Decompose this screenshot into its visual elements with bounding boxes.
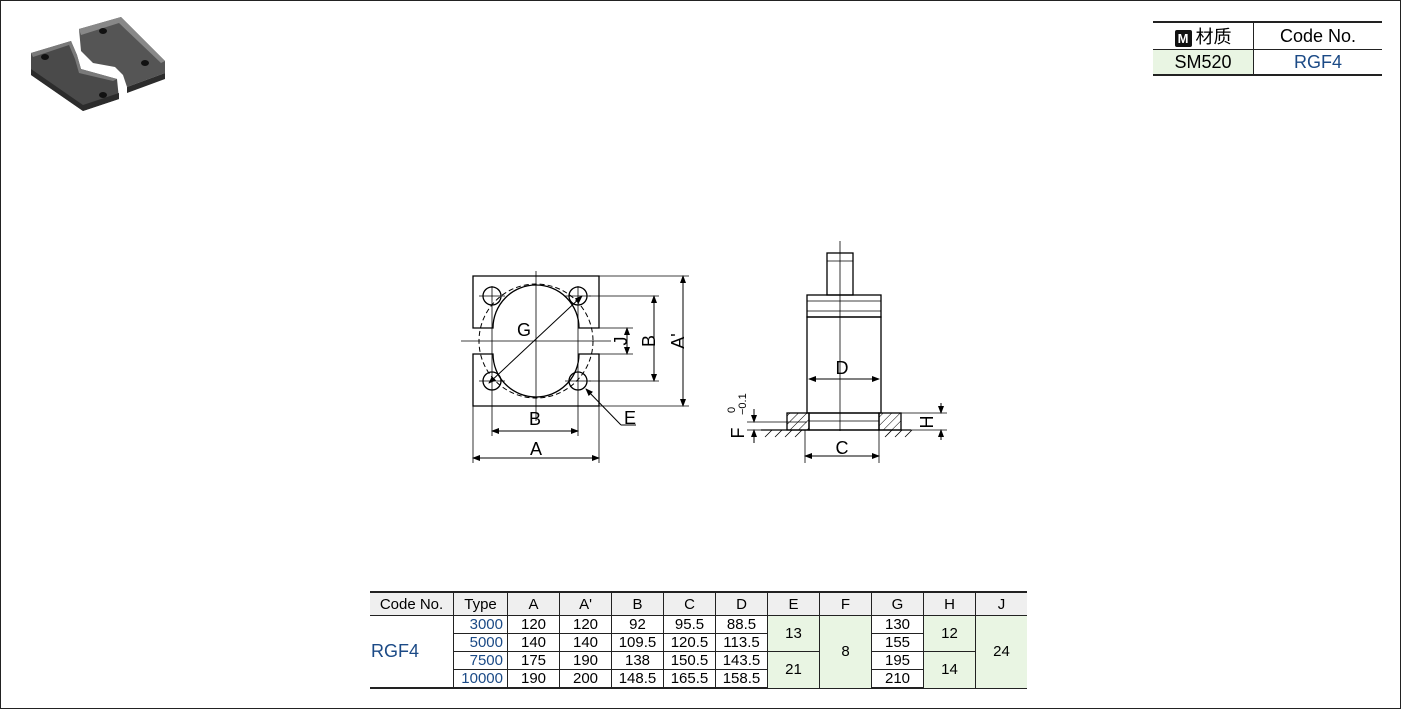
- header-code-no: Code No.: [370, 591, 454, 616]
- technical-drawing: G B A E J B A': [461, 241, 947, 463]
- header-f: F: [819, 591, 872, 616]
- cell-a-prime: 190: [559, 651, 612, 670]
- label-g: G: [517, 320, 531, 340]
- label-a-bottom: A: [530, 439, 542, 459]
- cell-j: 24: [975, 615, 1027, 689]
- cell-type: 3000: [453, 615, 508, 634]
- cell-a: 190: [507, 669, 560, 689]
- label-f: F: [728, 428, 748, 439]
- product-photo: [31, 17, 165, 111]
- cell-h: 12: [923, 615, 976, 652]
- top-view: [461, 271, 689, 463]
- label-a-prime: A': [668, 333, 688, 348]
- material-value: SM520: [1153, 49, 1254, 76]
- material-badge: M: [1174, 29, 1192, 47]
- table-row: 5000 140 140 109.5 120.5 113.5 155: [370, 633, 1027, 652]
- header-g: G: [871, 591, 924, 616]
- cell-b: 138: [611, 651, 664, 670]
- side-view: [747, 241, 947, 463]
- cell-b: 109.5: [611, 633, 664, 652]
- table-row: 7500 175 190 138 150.5 143.5 21 195 14: [370, 651, 1027, 689]
- cell-type: 5000: [453, 633, 508, 652]
- label-f-tol-lower: −0.1: [737, 393, 749, 415]
- cell-d: 158.5: [715, 669, 768, 689]
- cell-d: 88.5: [715, 615, 768, 634]
- header-e: E: [767, 591, 820, 616]
- header-c: C: [663, 591, 716, 616]
- cell-a-prime: 120: [559, 615, 612, 634]
- cell-g: 195: [871, 651, 924, 670]
- code-value: RGF4: [1253, 49, 1382, 76]
- cell-c: 120.5: [663, 633, 716, 652]
- cell-a: 175: [507, 651, 560, 670]
- cell-g: 130: [871, 615, 924, 634]
- label-b-side: B: [639, 335, 659, 347]
- cell-a: 120: [507, 615, 560, 634]
- material-header: 材质: [1195, 27, 1232, 47]
- header-a-prime: A': [559, 591, 612, 616]
- header-h: H: [923, 591, 976, 616]
- cell-e: 13: [767, 615, 820, 652]
- label-e: E: [624, 408, 636, 428]
- cell-g: 210: [871, 669, 924, 689]
- cell-c: 95.5: [663, 615, 716, 634]
- cell-b: 148.5: [611, 669, 664, 689]
- cell-c: 165.5: [663, 669, 716, 689]
- cell-d: 143.5: [715, 651, 768, 670]
- header-b: B: [611, 591, 664, 616]
- header-j: J: [975, 591, 1027, 616]
- label-f-tol-upper: 0: [726, 407, 738, 413]
- cell-code: RGF4: [370, 615, 454, 689]
- spec-table: Code No. Type A A' B C D E F G H J RGF4 …: [370, 591, 1027, 689]
- cell-a: 140: [507, 633, 560, 652]
- label-d: D: [836, 358, 849, 378]
- table-row: RGF4 3000 120 120 92 95.5 88.5 13 8 130 …: [370, 615, 1027, 689]
- cell-h: 14: [923, 651, 976, 689]
- header-d: D: [715, 591, 768, 616]
- label-b-bottom: B: [529, 409, 541, 429]
- cell-type: 7500: [453, 651, 508, 670]
- cell-a-prime: 200: [559, 669, 612, 689]
- label-c: C: [836, 438, 849, 458]
- header-a: A: [507, 591, 560, 616]
- label-j: J: [611, 337, 631, 346]
- table-row: 10000 190 200 148.5 165.5 158.5 210: [370, 669, 1027, 689]
- cell-type: 10000: [453, 669, 508, 689]
- cell-e: 21: [767, 651, 820, 689]
- cell-f: 8: [819, 615, 872, 689]
- label-h: H: [917, 416, 937, 429]
- cell-a-prime: 140: [559, 633, 612, 652]
- cell-b: 92: [611, 615, 664, 634]
- header-type: Type: [453, 591, 508, 616]
- cell-c: 150.5: [663, 651, 716, 670]
- cell-g: 155: [871, 633, 924, 652]
- code-header: Code No.: [1253, 21, 1382, 50]
- cell-d: 113.5: [715, 633, 768, 652]
